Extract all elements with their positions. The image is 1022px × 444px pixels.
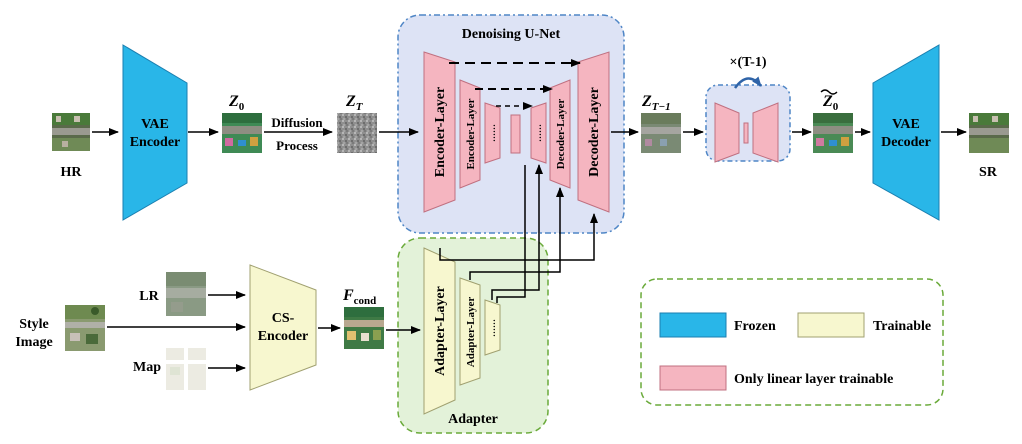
z0-hat-image: [813, 113, 853, 153]
mini-bottleneck: [743, 122, 749, 144]
map-image: [166, 348, 206, 390]
encoder-layer-3: [484, 102, 501, 164]
diffusion-label-1: Diffusion: [271, 115, 323, 130]
cs-encoder-label-1: CS-: [272, 311, 295, 326]
decoder-layer-2: [549, 79, 571, 189]
adapter-connection-2: [469, 187, 564, 280]
vae-encoder-label-1: VAE: [141, 117, 169, 132]
zT-label: ZT: [345, 93, 364, 113]
vae-decoder-label-2: Decoder: [881, 135, 931, 150]
lr-label: LR: [139, 289, 159, 304]
adapter-connection-4: [496, 165, 526, 303]
legend-trainable-swatch: [797, 312, 865, 338]
lr-image: [166, 272, 206, 316]
encoder-layer-1-label: Encoder-Layer: [433, 87, 448, 177]
adapter-layer-1: [423, 247, 456, 415]
decoder-layer-2-label: Decoder-Layer: [555, 99, 567, 170]
adapter-layer-1-label: Adapter-Layer: [433, 286, 448, 376]
cs-encoder-block: [249, 264, 317, 391]
style-image: [65, 305, 105, 351]
hr-image: [52, 113, 90, 151]
cs-encoder-label-2: Encoder: [258, 329, 309, 344]
z0-image: [222, 113, 262, 153]
z0-hat-label: Z0: [822, 93, 839, 113]
style-label-1: Style: [19, 317, 49, 332]
legend-trainable-label: Trainable: [873, 319, 931, 334]
zT-noise-image: [337, 113, 377, 153]
decoder-dots: ……: [533, 124, 543, 142]
unet-title: Denoising U-Net: [462, 27, 561, 42]
decoder-layer-1: [577, 51, 610, 213]
adapter-layer-2-label: Adapter-Layer: [465, 297, 477, 368]
vae-decoder-block: [872, 44, 940, 221]
encoder-dots: ……: [487, 124, 497, 142]
repeat-label: ×(T-1): [729, 55, 766, 70]
bottleneck-block: [510, 114, 521, 154]
adapter-layer-2: [459, 277, 481, 386]
vae-decoder-label-1: VAE: [892, 117, 920, 132]
sr-image: [969, 113, 1009, 153]
map-label: Map: [133, 360, 161, 375]
encoder-layer-2-label: Encoder-Layer: [465, 98, 477, 169]
adapter-layer-3: [484, 299, 501, 356]
diffusion-label-2: Process: [276, 138, 318, 153]
zT1-image: [641, 113, 681, 153]
repeat-loop-icon: [733, 76, 762, 89]
fcond-image: [344, 307, 384, 349]
legend-frozen-swatch: [659, 312, 727, 338]
vae-encoder-block: [122, 44, 188, 221]
adapter-dots: ……: [487, 319, 497, 337]
decoder-layer-3: [530, 102, 547, 164]
z0-label: Z0: [228, 93, 245, 113]
decoder-layer-1-label: Decoder-Layer: [587, 87, 602, 177]
adapter-connection-1: [439, 213, 598, 261]
sr-label: SR: [979, 165, 998, 180]
legend-linear-label: Only linear layer trainable: [734, 372, 893, 387]
zT1-label: ZT−1: [641, 93, 671, 113]
style-label-2: Image: [15, 335, 52, 350]
mini-encoder: [714, 102, 740, 163]
vae-encoder-label-2: Encoder: [130, 135, 181, 150]
adapter-title: Adapter: [448, 412, 498, 427]
encoder-layer-1: [423, 51, 456, 213]
hr-label: HR: [61, 165, 83, 180]
z0-hat-tilde: [820, 89, 838, 95]
legend-linear-swatch: [659, 365, 727, 391]
encoder-layer-2: [459, 79, 481, 189]
adapter-connection-3: [491, 164, 543, 300]
fcond-label: Fcond: [342, 287, 376, 307]
mini-decoder: [752, 102, 779, 163]
legend-frozen-label: Frozen: [734, 319, 776, 334]
